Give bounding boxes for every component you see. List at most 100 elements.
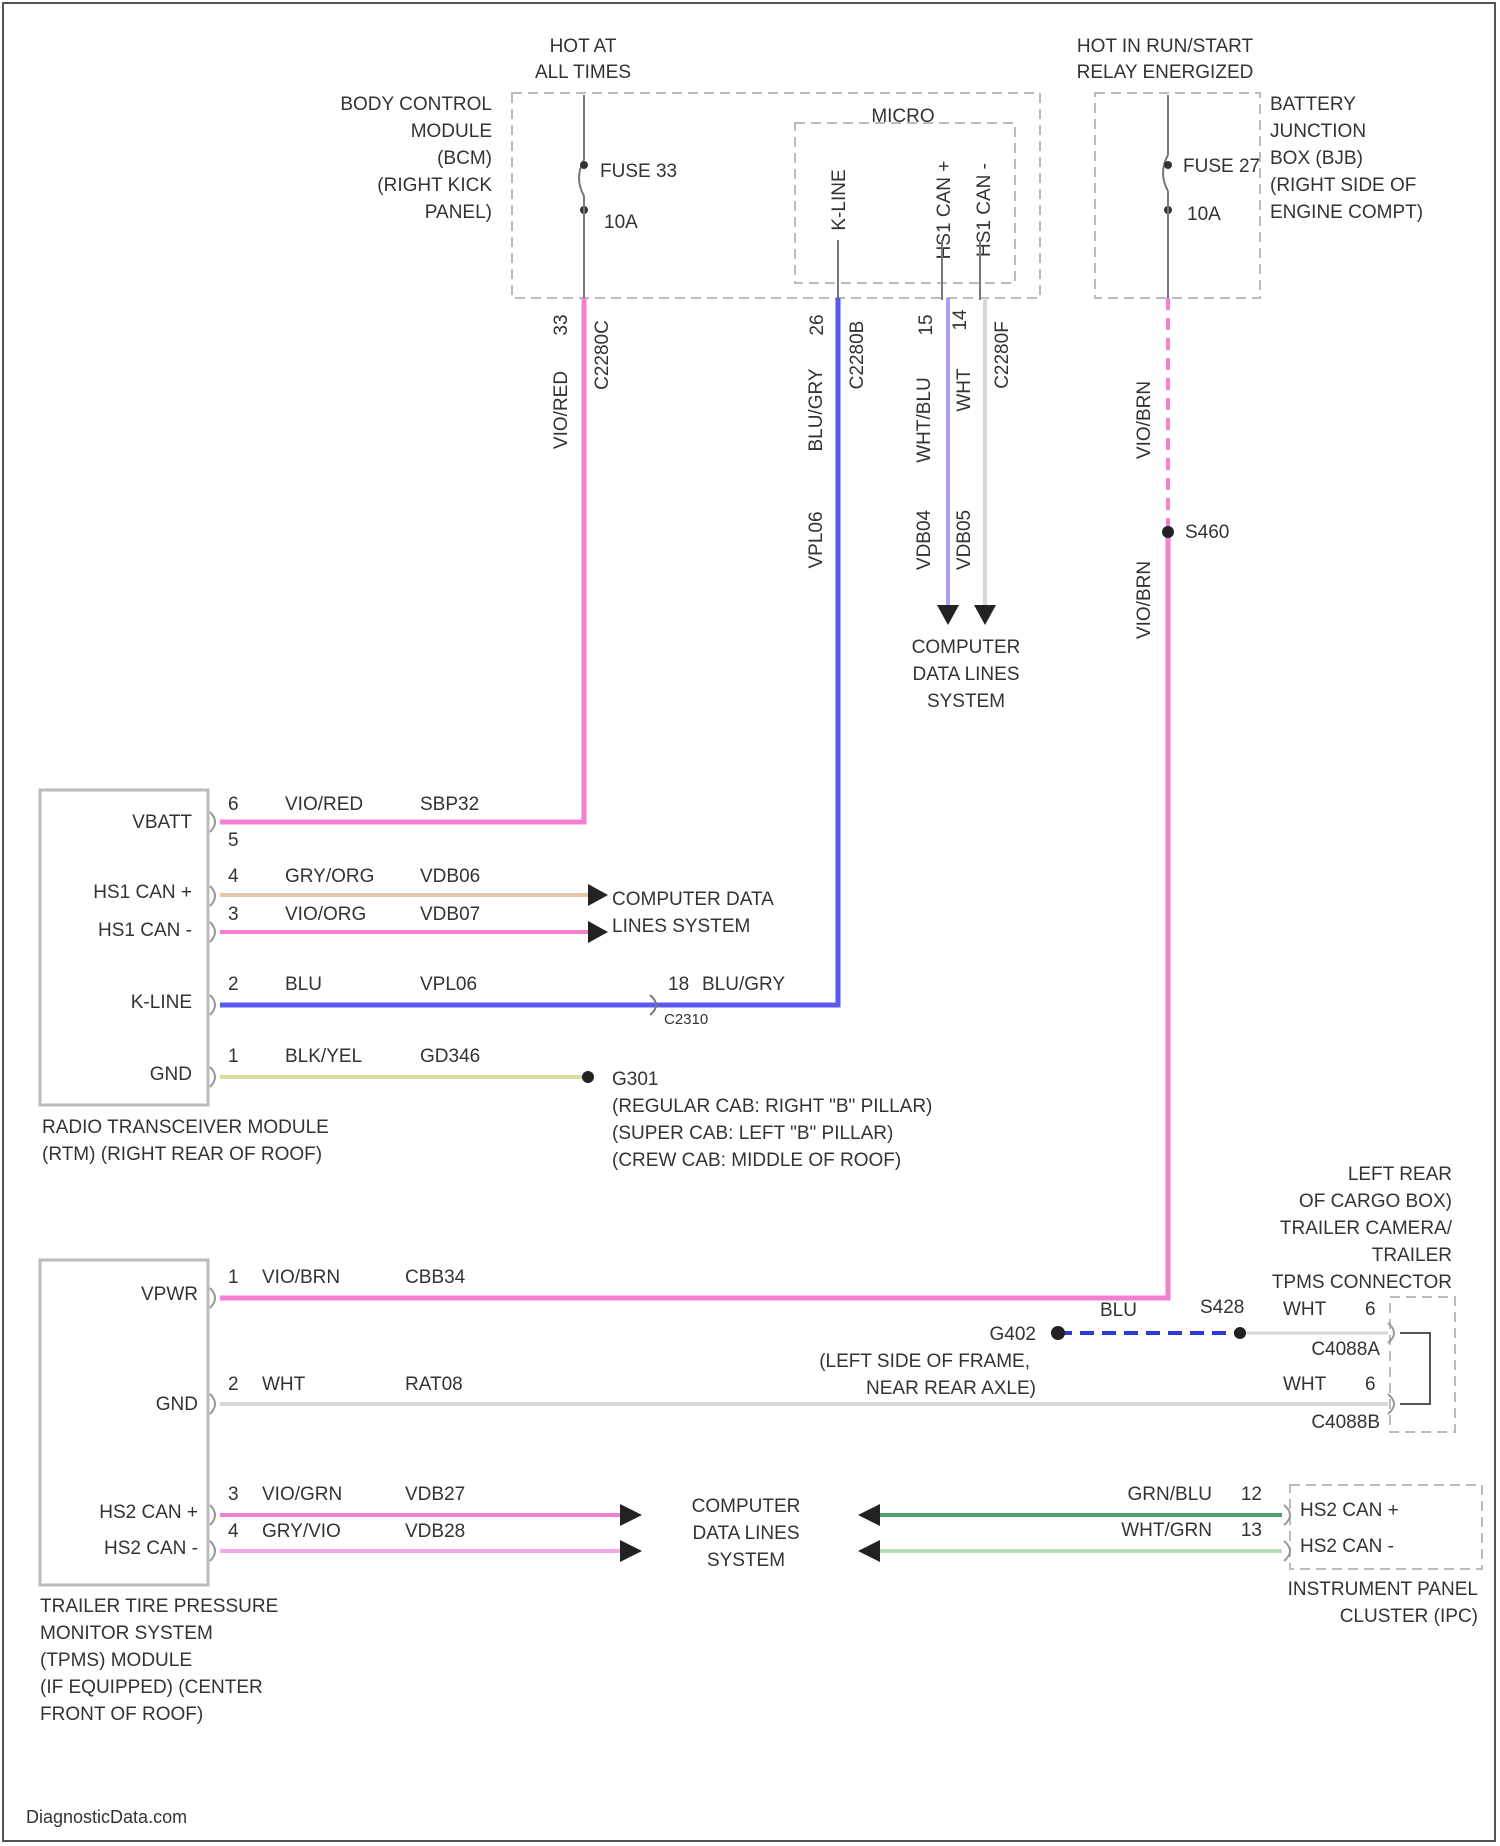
wire-label-wht-blu: WHT/BLU xyxy=(914,377,935,463)
ipc-row1-pin: 12 xyxy=(1241,1484,1262,1505)
tpms-cdl-line1: COMPUTER xyxy=(692,1496,801,1517)
ground-g402-dot xyxy=(1051,1326,1065,1340)
bcm-micro-label: MICRO xyxy=(871,106,934,127)
wire-label-blu: BLU xyxy=(1100,1300,1137,1321)
trailer-label-line2: OF CARGO BOX) xyxy=(1299,1191,1452,1212)
rtm-label-line1: RADIO TRANSCEIVER MODULE xyxy=(42,1117,329,1138)
rtm-row-circuit-4: VDB06 xyxy=(420,866,480,887)
rtm-row-color-6: VIO/RED xyxy=(285,794,363,815)
wire-label-vpl06: VPL06 xyxy=(806,511,827,568)
ipc-label-line1: INSTRUMENT PANEL xyxy=(1288,1579,1478,1600)
trailer-wht-2: WHT xyxy=(1283,1374,1327,1395)
c2310-label: C2310 xyxy=(664,1011,708,1028)
trailer-label-line5: TPMS CONNECTOR xyxy=(1272,1272,1452,1293)
trailer-c4088a: C4088A xyxy=(1311,1339,1380,1360)
ground-g402-loc-2: NEAR REAR AXLE) xyxy=(866,1378,1036,1399)
rtm-row-pin-4: 4 xyxy=(228,866,239,887)
ipc-pin-hs2-can-plus: HS2 CAN + xyxy=(1300,1500,1399,1521)
ground-g301-loc-2: (SUPER CAB: LEFT "B" PILLAR) xyxy=(612,1123,893,1144)
c2310-color: BLU/GRY xyxy=(702,974,785,995)
ground-g301-loc-3: (CREW CAB: MIDDLE OF ROOF) xyxy=(612,1150,901,1171)
bcm-fuse-label: FUSE 33 xyxy=(600,161,677,182)
tpms-pin-hs2-can-minus: HS2 CAN - xyxy=(104,1538,198,1559)
wire-label-vdb05: VDB05 xyxy=(954,510,975,570)
bcm-pin-14: 14 xyxy=(950,309,971,331)
bjb-label-line2: JUNCTION xyxy=(1270,121,1366,142)
tpms-cdl-line2: DATA LINES xyxy=(693,1523,800,1544)
rtm-box xyxy=(40,790,208,1105)
tpms-pin-hs2-can-plus: HS2 CAN + xyxy=(99,1502,198,1523)
trailer-pin-1: 6 xyxy=(1365,1299,1376,1320)
splice-s428-dot xyxy=(1234,1327,1246,1339)
tpms-row-color-1: VIO/BRN xyxy=(262,1267,340,1288)
bcm-connector-c2280b: C2280B xyxy=(847,321,868,390)
rtm-row-color-1: BLK/YEL xyxy=(285,1046,362,1067)
tpms-cdl-line3: SYSTEM xyxy=(707,1550,785,1571)
tpms-row-circuit-1: CBB34 xyxy=(405,1267,466,1288)
rtm-row-color-4: GRY/ORG xyxy=(285,866,374,887)
trailer-pin-2: 6 xyxy=(1365,1374,1376,1395)
hot-at-all-times-line2: ALL TIMES xyxy=(535,62,631,83)
footer-watermark: DiagnosticData.com xyxy=(26,1807,187,1827)
rtm-row-circuit-2: VPL06 xyxy=(420,974,477,995)
bcm-connector-c2280f: C2280F xyxy=(992,321,1013,389)
tpms-pin-vpwr: VPWR xyxy=(141,1284,198,1305)
wire-label-wht: WHT xyxy=(954,368,975,412)
ground-g301-label: G301 xyxy=(612,1069,658,1090)
rtm-pin-hs1-can-minus: HS1 CAN - xyxy=(98,920,192,941)
rtm-pin-vbatt: VBATT xyxy=(132,812,192,833)
ground-g301-loc-1: (REGULAR CAB: RIGHT "B" PILLAR) xyxy=(612,1096,932,1117)
splice-s460 xyxy=(1162,526,1174,538)
trailer-wht-1: WHT xyxy=(1283,1299,1327,1320)
bcm-pin-33: 33 xyxy=(551,314,572,335)
tpms-row-pin-4: 4 xyxy=(228,1521,239,1542)
rtm-label-line2: (RTM) (RIGHT REAR OF ROOF) xyxy=(42,1144,322,1165)
bjb-label-line3: BOX (BJB) xyxy=(1270,148,1363,169)
splice-s460-label: S460 xyxy=(1185,522,1229,543)
tpms-label-line2: MONITOR SYSTEM xyxy=(40,1623,213,1644)
bcm-label-line4: (RIGHT KICK xyxy=(377,175,492,196)
cdl-top-line3: SYSTEM xyxy=(927,691,1005,712)
rtm-cdl-line2: LINES SYSTEM xyxy=(612,916,750,937)
ipc-label-line2: CLUSTER (IPC) xyxy=(1340,1606,1478,1627)
rtm-row-pin-2: 2 xyxy=(228,974,239,995)
wire-label-vio-red: VIO/RED xyxy=(551,371,572,449)
bjb-fuse-amps: 10A xyxy=(1187,204,1221,225)
tpms-label-line4: (IF EQUIPPED) (CENTER xyxy=(40,1677,263,1698)
bjb-label-line1: BATTERY xyxy=(1270,94,1356,115)
tpms-row-circuit-3: VDB27 xyxy=(405,1484,465,1505)
tpms-pin-gnd: GND xyxy=(156,1394,198,1415)
rtm-row-color-3: VIO/ORG xyxy=(285,904,366,925)
tpms-row-circuit-2: RAT08 xyxy=(405,1374,463,1395)
trailer-label-line1: LEFT REAR xyxy=(1348,1164,1452,1185)
rtm-row-pin-5: 5 xyxy=(228,830,239,851)
tpms-row-color-2: WHT xyxy=(262,1374,306,1395)
hot-in-run-line2: RELAY ENERGIZED xyxy=(1077,62,1254,83)
rtm-pin-kline: K-LINE xyxy=(131,992,192,1013)
bcm-kline-label: K-LINE xyxy=(829,169,850,230)
ipc-pin-hs2-can-minus: HS2 CAN - xyxy=(1300,1536,1394,1557)
trailer-label-line3: TRAILER CAMERA/ xyxy=(1280,1218,1453,1239)
trailer-label-line4: TRAILER xyxy=(1372,1245,1452,1266)
tpms-row-circuit-4: VDB28 xyxy=(405,1521,465,1542)
hot-in-run-line1: HOT IN RUN/START xyxy=(1077,36,1254,57)
tpms-row-pin-1: 1 xyxy=(228,1267,239,1288)
bcm-hs1-can-minus-label: HS1 CAN - xyxy=(974,163,995,257)
bcm-label-line1: BODY CONTROL xyxy=(340,94,492,115)
tpms-label-line3: (TPMS) MODULE xyxy=(40,1650,192,1671)
cdl-top-line1: COMPUTER xyxy=(912,637,1021,658)
rtm-row-circuit-6: SBP32 xyxy=(420,794,479,815)
tpms-label-line5: FRONT OF ROOF) xyxy=(40,1704,203,1725)
wire-label-blu-gry: BLU/GRY xyxy=(806,368,827,451)
tpms-label-line1: TRAILER TIRE PRESSURE xyxy=(40,1596,278,1617)
tpms-row-color-4: GRY/VIO xyxy=(262,1521,341,1542)
ipc-row2-color: WHT/GRN xyxy=(1121,1520,1212,1541)
wire-label-vio-brn-upper: VIO/BRN xyxy=(1134,381,1155,459)
rtm-row-circuit-3: VDB07 xyxy=(420,904,480,925)
bcm-label-line5: PANEL) xyxy=(425,202,492,223)
wire-label-vio-brn-lower: VIO/BRN xyxy=(1134,561,1155,639)
bcm-fuse-amps: 10A xyxy=(604,212,638,233)
bcm-connector-c2280c: C2280C xyxy=(592,320,613,390)
bcm-label-line3: (BCM) xyxy=(437,148,492,169)
